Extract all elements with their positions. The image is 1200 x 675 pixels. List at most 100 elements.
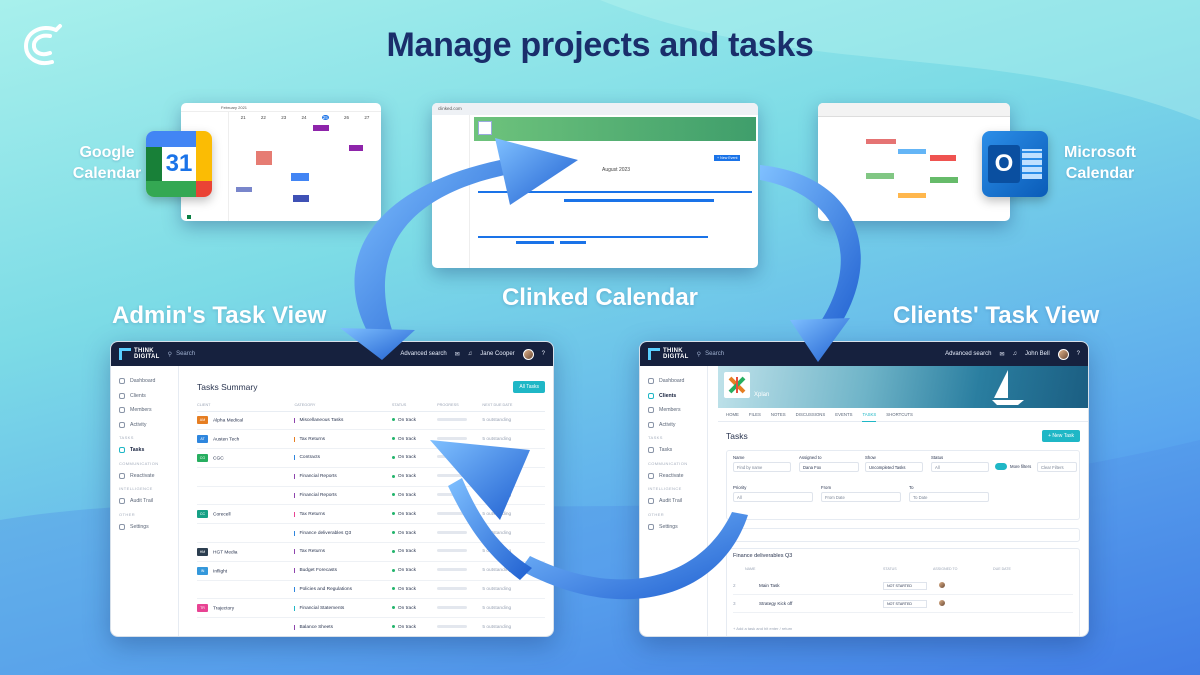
sidebar-item-clients[interactable]: Clients bbox=[119, 389, 178, 404]
column-header[interactable]: STATUS bbox=[883, 567, 897, 571]
sidebar-item-clients[interactable]: Clients bbox=[648, 389, 707, 404]
assigned-to-select[interactable]: Dana Fox bbox=[799, 462, 859, 472]
sidebar-item-tasks[interactable]: Tasks bbox=[648, 443, 707, 458]
clinked-logo bbox=[23, 24, 62, 65]
more-filters-toggle[interactable] bbox=[995, 463, 1007, 470]
bell-icon[interactable]: ♫ bbox=[1012, 351, 1017, 357]
column-header[interactable]: CLIENT bbox=[197, 400, 295, 412]
category-label[interactable]: Financial Reports bbox=[294, 474, 337, 480]
tab-files[interactable]: FILES bbox=[748, 412, 761, 417]
sidebar-item-activity[interactable]: Activity bbox=[119, 418, 178, 433]
tab-home[interactable]: HOME bbox=[726, 412, 739, 417]
avatar[interactable] bbox=[522, 348, 534, 360]
help-icon[interactable]: ? bbox=[1076, 351, 1080, 357]
sidebar-item-audit-trail[interactable]: Audit Trail bbox=[119, 494, 178, 509]
column-header[interactable]: CATEGORY bbox=[294, 400, 392, 412]
task-status-select[interactable]: NOT STARTED bbox=[883, 600, 927, 608]
status-select[interactable]: All bbox=[931, 462, 989, 472]
sidebar-item-audit-trail[interactable]: Audit Trail bbox=[648, 494, 707, 509]
sidebar-item-tasks[interactable]: Tasks bbox=[119, 443, 178, 458]
bell-icon[interactable]: ♫ bbox=[467, 351, 473, 357]
column-header[interactable]: PROGRESS bbox=[437, 400, 483, 412]
client-name[interactable]: Corecell bbox=[213, 512, 231, 518]
client-name[interactable]: Austen Tech bbox=[213, 437, 240, 443]
show-select[interactable]: Uncompleted Tasks bbox=[865, 462, 923, 472]
tab-shortcuts[interactable]: SHORTCUTS bbox=[886, 412, 913, 417]
category-label[interactable]: Policies and Regulations bbox=[294, 587, 352, 593]
new-task-button[interactable]: + New Task bbox=[1042, 430, 1080, 442]
help-icon[interactable]: ? bbox=[541, 351, 545, 357]
category-label[interactable]: Balance Sheets bbox=[294, 624, 334, 630]
sidebar-item-reactivate[interactable]: Reactivate bbox=[119, 469, 178, 484]
category-label[interactable]: Tax Returns bbox=[294, 549, 326, 555]
category-label[interactable]: Contracts bbox=[294, 455, 320, 461]
add-task-input[interactable]: + Add a task and hit enter / return bbox=[733, 626, 793, 631]
category-label[interactable]: Financial Reports bbox=[294, 493, 337, 499]
sidebar-item-dashboard[interactable]: Dashboard bbox=[648, 374, 707, 389]
priority-select[interactable]: All bbox=[733, 492, 813, 502]
user-name[interactable]: John Bell bbox=[1024, 351, 1050, 357]
chat-icon[interactable]: ✉ bbox=[999, 351, 1005, 358]
task-name[interactable]: Strategy Kick off bbox=[759, 601, 793, 606]
tab-notes[interactable]: NOTES bbox=[770, 412, 786, 417]
client-name[interactable]: Inflight bbox=[213, 569, 228, 575]
all-tasks-button[interactable]: All Tasks bbox=[513, 381, 545, 393]
search-input[interactable]: ⚲Search bbox=[696, 351, 725, 358]
column-header[interactable]: NEXT DUE DATE bbox=[482, 400, 545, 412]
assignee-avatar[interactable] bbox=[938, 599, 946, 607]
category-label[interactable]: Tax Returns bbox=[294, 436, 326, 442]
client-name[interactable]: HGT Media bbox=[213, 550, 238, 556]
sidebar-item-settings[interactable]: Settings bbox=[119, 520, 178, 535]
tab-tasks[interactable]: TASKS bbox=[862, 408, 877, 422]
category-label[interactable]: Tax Returns bbox=[294, 511, 326, 517]
from-date-input[interactable]: From Date bbox=[821, 492, 901, 502]
column-header[interactable]: DUE DATE bbox=[993, 567, 1011, 571]
sidebar-item-dashboard[interactable]: Dashboard bbox=[119, 374, 178, 389]
category-label[interactable]: Miscellaneous Tasks bbox=[294, 417, 344, 423]
category-label[interactable]: Budget Forecasts bbox=[294, 568, 338, 574]
sidebar-item-reactivate[interactable]: Reactivate bbox=[648, 469, 707, 484]
column-header[interactable]: NAME bbox=[745, 567, 756, 571]
chat-icon[interactable]: ✉ bbox=[454, 351, 460, 358]
sidebar-item-activity[interactable]: Activity bbox=[648, 418, 707, 433]
sidebar-item-members[interactable]: Members bbox=[648, 403, 707, 418]
user-name[interactable]: Jane Cooper bbox=[480, 351, 515, 357]
next-due: 5 outstanding bbox=[482, 530, 512, 536]
avatar[interactable] bbox=[1057, 348, 1069, 360]
search-icon: ⚲ bbox=[167, 351, 173, 358]
client-badge: AT bbox=[197, 435, 208, 444]
sidebar-item-members[interactable]: Members bbox=[119, 403, 178, 418]
to-date-input[interactable]: To Date bbox=[909, 492, 989, 502]
sidebar-item-label: Clients bbox=[659, 392, 677, 399]
client-name[interactable]: CGC bbox=[213, 456, 224, 462]
tab-events[interactable]: EVENTS bbox=[835, 412, 853, 417]
column-header[interactable]: STATUS bbox=[391, 400, 438, 412]
advanced-search-link[interactable]: Advanced search bbox=[945, 351, 992, 357]
client-name[interactable]: Trajectory bbox=[213, 606, 235, 612]
nav-icon bbox=[119, 392, 125, 399]
sidebar-item-label: Activity bbox=[659, 421, 676, 428]
task-name[interactable]: Main Task bbox=[759, 583, 780, 588]
category-label[interactable]: Financial Statements bbox=[294, 605, 345, 611]
name-filter-input[interactable]: Find by name bbox=[733, 462, 791, 472]
category-label[interactable]: Finance deliverables Q3 bbox=[294, 530, 352, 536]
task-status-select[interactable]: NOT STARTED bbox=[883, 582, 927, 590]
assignee-avatar[interactable] bbox=[938, 581, 946, 589]
clear-filters-button[interactable]: Clear Filters bbox=[1037, 462, 1077, 472]
search-input[interactable]: ⚲Search bbox=[167, 351, 196, 358]
sidebar-item-label: Settings bbox=[659, 523, 678, 530]
client-name[interactable]: Alpha Medical bbox=[213, 418, 244, 424]
advanced-search-link[interactable]: Advanced search bbox=[400, 351, 447, 357]
sidebar-item-settings[interactable]: Settings bbox=[648, 520, 707, 535]
column-header[interactable]: ASSIGNED TO bbox=[933, 567, 958, 571]
tab-discussions[interactable]: DISCUSSIONS bbox=[795, 412, 826, 417]
